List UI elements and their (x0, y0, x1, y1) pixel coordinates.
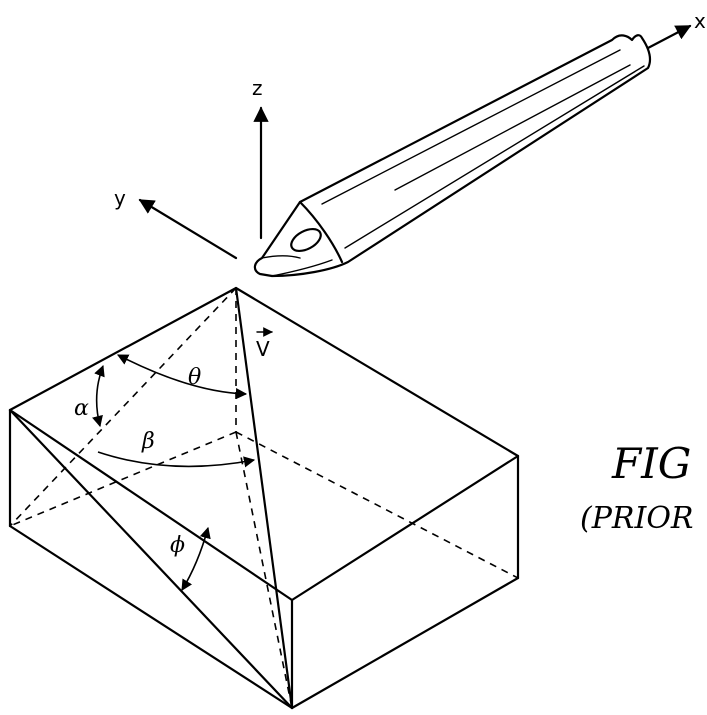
box-top-face (8, 286, 520, 602)
tool-tip-facet (290, 227, 322, 253)
angle-markers: θ α β ϕ (74, 354, 256, 591)
z-axis-label: z (252, 76, 263, 100)
x-axis (646, 24, 692, 50)
tool-flute-2 (394, 64, 631, 191)
alpha-label: α (74, 396, 89, 421)
alpha-arc (92, 364, 105, 428)
tool-tip-edge-2 (271, 259, 333, 277)
tool-tip (298, 200, 344, 264)
figure-caption-line1: FIG (611, 439, 691, 488)
projection-line-2 (235, 431, 293, 709)
x-axis-label: x (694, 9, 706, 33)
tool-body (253, 34, 652, 278)
phi-arc (181, 526, 211, 591)
theta-label: θ (188, 365, 201, 390)
hidden-left-bottom-edge (9, 431, 237, 527)
figure-caption: FIG (PRIOR (580, 439, 694, 536)
vector-v: V (256, 327, 273, 361)
beta-label: β (141, 429, 155, 454)
y-axis-label: y (114, 186, 126, 210)
face-diagonal (8, 408, 294, 710)
theta-arc (117, 354, 248, 400)
box-bottom-left-edge (8, 524, 294, 710)
coordinate-axes: z y x (114, 9, 706, 260)
tool-flute-1 (321, 49, 621, 205)
figure-caption-line2: (PRIOR (580, 501, 694, 536)
box-bottom-right-edge (290, 576, 520, 710)
y-axis (138, 198, 238, 260)
projection-line-1 (9, 287, 237, 527)
hidden-right-bottom-edge (235, 431, 519, 579)
tool-flute-3 (344, 65, 645, 249)
vector-v-label: V (256, 337, 270, 361)
phi-label: ϕ (170, 533, 185, 558)
beta-arc (97, 451, 256, 468)
cutting-tool (253, 34, 652, 278)
tool-tip-edge (261, 255, 301, 259)
